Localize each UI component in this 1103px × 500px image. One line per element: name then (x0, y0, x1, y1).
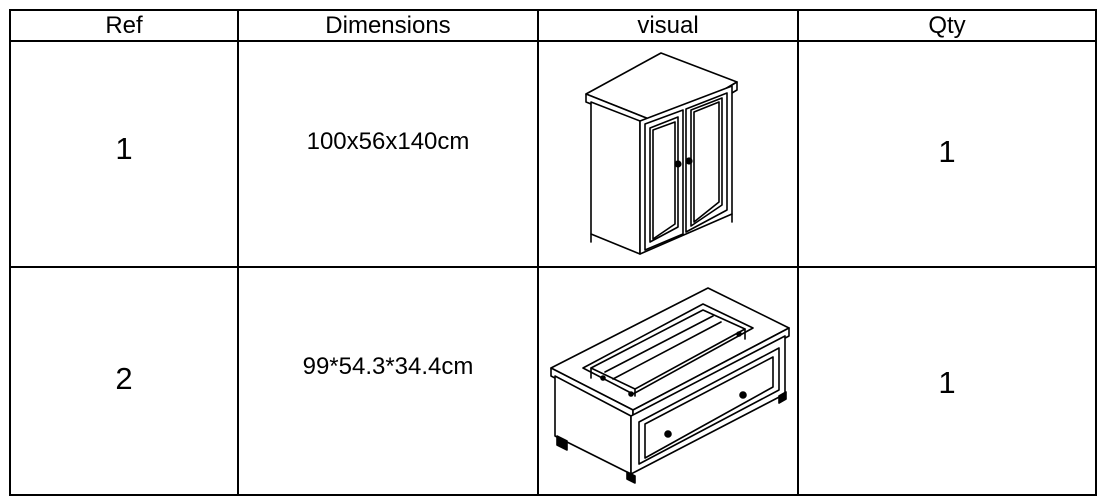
ref-cell: 2 (9, 266, 239, 496)
visual-cell (537, 40, 799, 268)
ref-value: 1 (115, 131, 133, 166)
dimensions-cell: 99*54.3*34.4cm (237, 266, 539, 496)
visual-cell (537, 266, 799, 496)
table-row: 1 100x56x140cm (9, 40, 1097, 268)
header-qty: Qty (797, 9, 1097, 42)
dimensions-value: 100x56x140cm (306, 128, 470, 155)
dimensions-value: 99*54.3*34.4cm (302, 353, 474, 380)
qty-value: 1 (938, 365, 956, 400)
qty-cell: 1 (797, 266, 1097, 496)
header-row: Ref Dimensions visual Qty (9, 9, 1097, 42)
qty-value: 1 (938, 134, 956, 169)
coffee-table-icon (550, 287, 790, 484)
ref-value: 2 (115, 361, 133, 396)
table-row: 2 99*54.3*34.4cm (9, 266, 1097, 496)
header-ref: Ref (9, 9, 239, 42)
dimensions-cell: 100x56x140cm (237, 40, 539, 268)
ref-cell: 1 (9, 40, 239, 268)
wardrobe-icon (585, 52, 738, 255)
header-visual: visual (537, 9, 799, 42)
qty-cell: 1 (797, 40, 1097, 268)
product-spec-table: Ref Dimensions visual Qty 1 100x56x140cm (9, 9, 1097, 496)
header-dimensions: Dimensions (237, 9, 539, 42)
